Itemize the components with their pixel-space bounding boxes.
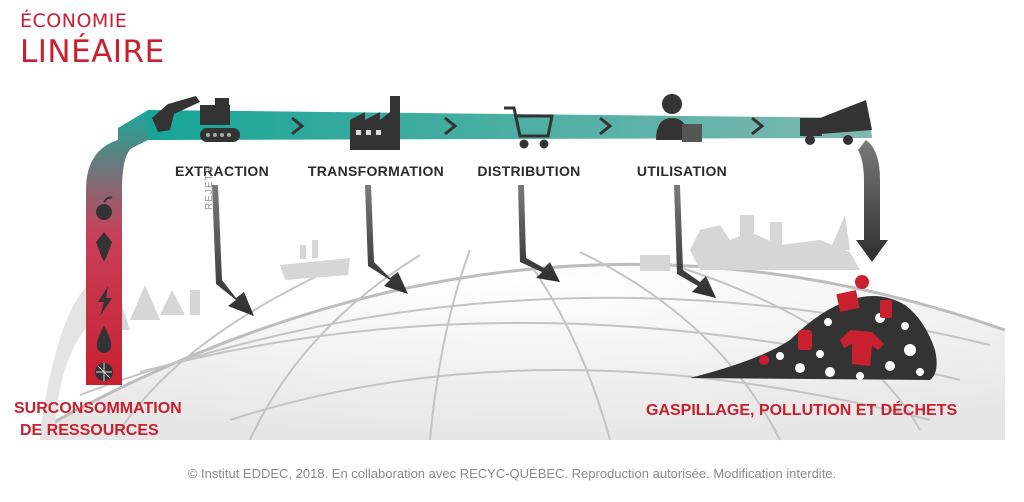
waste-arrow bbox=[518, 185, 560, 282]
garbage-truck-icon bbox=[800, 100, 872, 145]
resource-label-line-1: SURCONSOMMATION bbox=[14, 400, 182, 417]
waste-arrow bbox=[365, 185, 408, 294]
title-line-1: ÉCONOMIE bbox=[20, 10, 128, 32]
gear-icon bbox=[759, 355, 769, 365]
step-label-transformation: TRANSFORMATION bbox=[307, 163, 445, 179]
resource-rise-arrow bbox=[86, 110, 148, 385]
chevron-right-icon bbox=[751, 116, 765, 136]
box-icon bbox=[836, 290, 860, 312]
chevron-right-icon bbox=[444, 116, 458, 136]
water-drop-icon bbox=[96, 326, 112, 353]
resource-label-line-2: DE RESSOURCES bbox=[20, 422, 159, 439]
waste-label: REJETS bbox=[204, 165, 215, 210]
resource-overconsumption-label: SURCONSOMMATION DE RESSOURCES bbox=[14, 398, 182, 442]
tshirt-icon bbox=[840, 330, 884, 366]
phone-icon bbox=[880, 300, 892, 318]
outcome-label: GASPILLAGE, POLLUTION ET DÉCHETS bbox=[646, 402, 958, 419]
apple-core-icon bbox=[855, 275, 869, 289]
excavator-icon bbox=[152, 96, 240, 142]
copyright-footer: © Institut EDDEC, 2018. En collaboration… bbox=[187, 466, 837, 481]
waste-arrow bbox=[674, 185, 716, 298]
step-label-distribution: DISTRIBUTION bbox=[477, 163, 581, 179]
globe bbox=[39, 215, 1006, 441]
chevron-right-icon bbox=[599, 116, 613, 136]
user-with-box-icon bbox=[656, 94, 702, 142]
flow-band bbox=[148, 110, 872, 140]
apple-icon bbox=[96, 196, 113, 220]
step-label-utilisation: UTILISATION bbox=[636, 163, 728, 179]
waste-arrows bbox=[212, 140, 888, 316]
factory-icon bbox=[350, 96, 400, 150]
diagram-title: ÉCONOMIE LINÉAIRE bbox=[20, 10, 165, 72]
mineral-icon bbox=[95, 363, 113, 381]
fish-icon bbox=[96, 232, 112, 262]
chevron-right-icon bbox=[291, 116, 305, 136]
shopping-cart-icon bbox=[504, 106, 554, 149]
step-label-extraction: EXTRACTION bbox=[175, 163, 269, 179]
flow-chevrons bbox=[291, 116, 765, 136]
waste-arrow bbox=[212, 185, 254, 316]
title-line-2: LINÉAIRE bbox=[20, 34, 165, 70]
waste-pile bbox=[690, 275, 937, 380]
lightning-icon bbox=[98, 286, 112, 316]
bottle-icon bbox=[798, 330, 812, 350]
truck-drop-arrow bbox=[856, 140, 888, 262]
